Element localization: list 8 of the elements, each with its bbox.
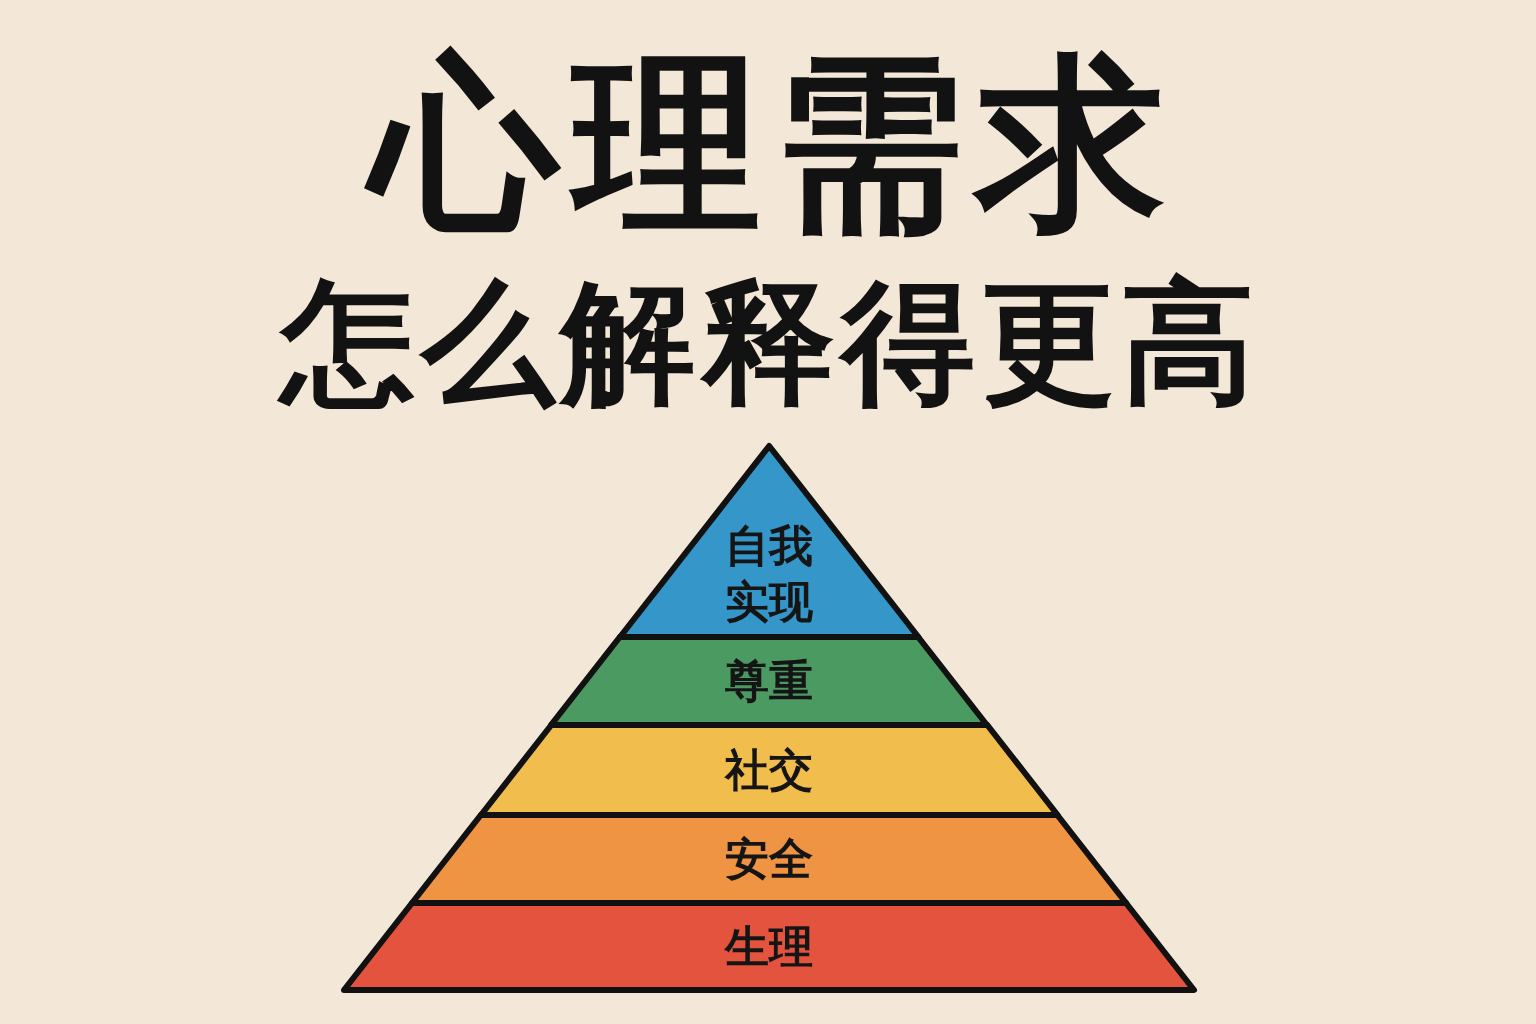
- tier-label: 社交: [723, 743, 814, 797]
- tier-label: 自我实现: [724, 518, 814, 629]
- tier-label: 安全: [724, 832, 814, 886]
- subtitle: 怎么解释得更高: [265, 262, 1271, 425]
- tier-label: 生理: [723, 919, 814, 974]
- tier-label: 尊重: [724, 654, 814, 708]
- title: 心理需求: [343, 30, 1193, 259]
- pyramid-tier: [340, 899, 1198, 994]
